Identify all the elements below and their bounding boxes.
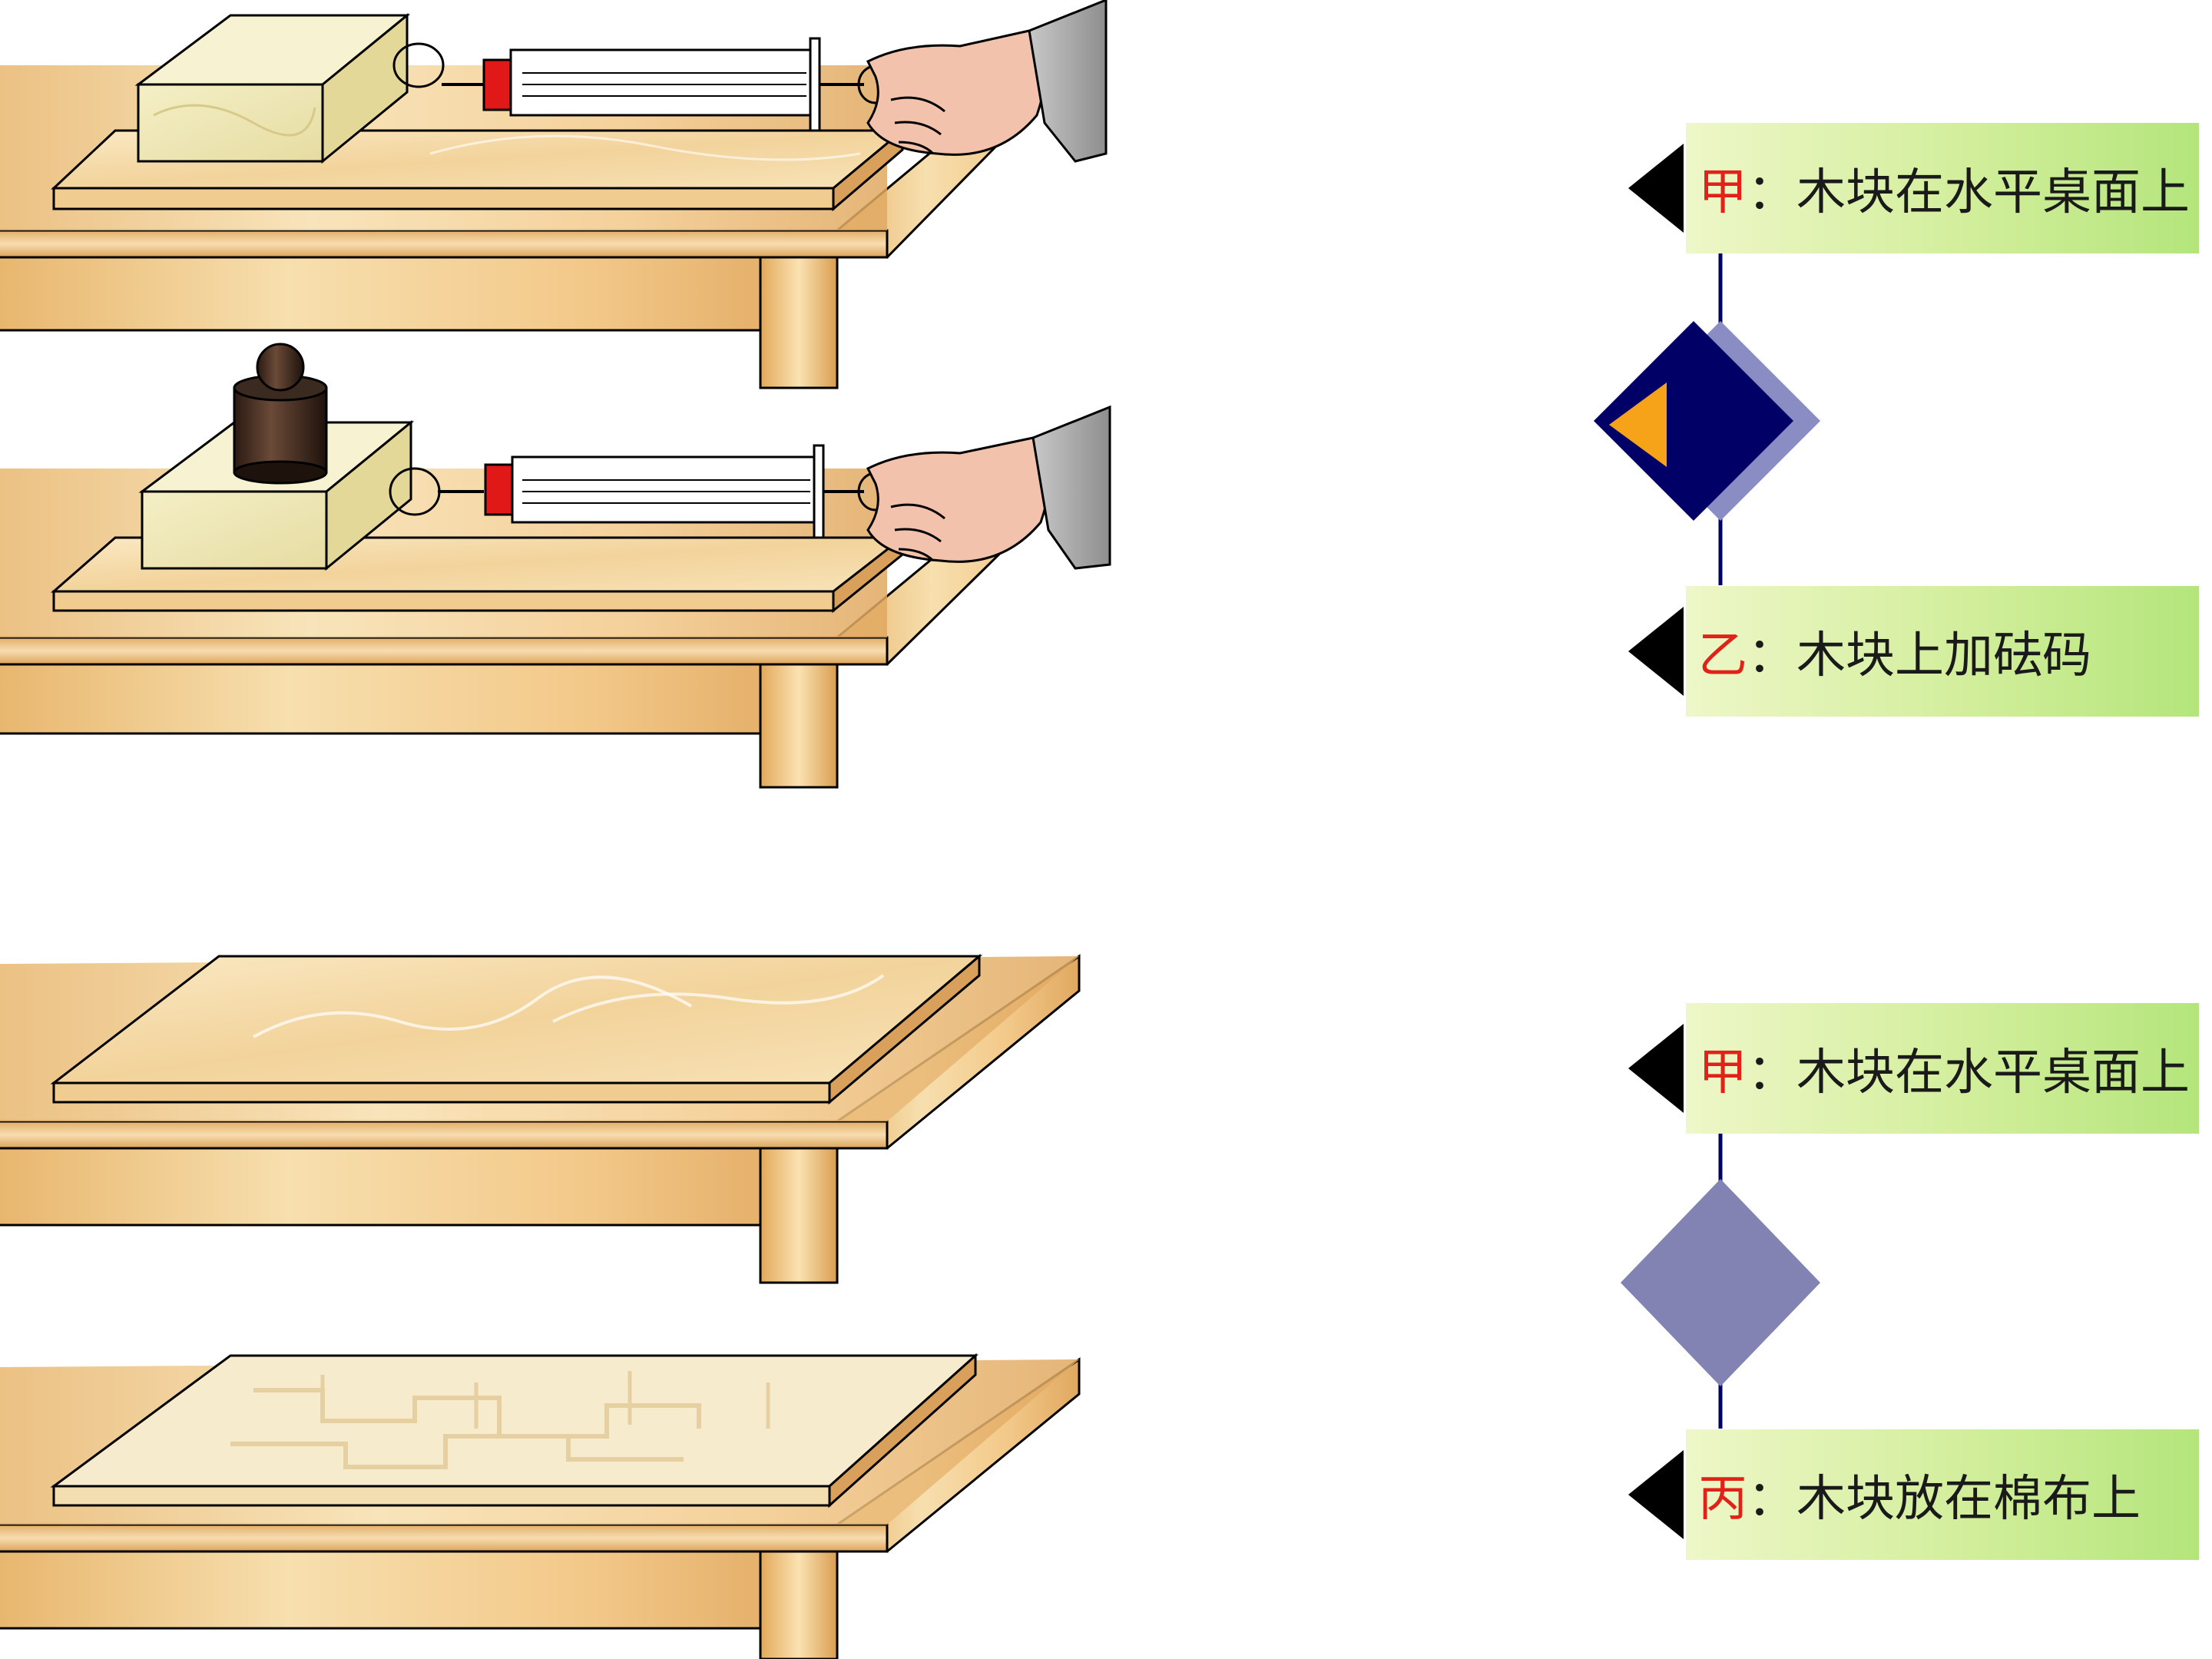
arrow-left-icon	[1628, 607, 1684, 696]
hand-icon-2	[866, 405, 1111, 570]
label-box-bing: 丙：木块放在棉布上	[1686, 1429, 2199, 1560]
label-separator: ：	[1747, 1471, 1796, 1528]
spring-scale-icon-1	[392, 37, 894, 132]
label-prefix: 甲	[1698, 164, 1747, 221]
label-text: 木块在水平桌面上	[1796, 1045, 2190, 1101]
label-text: 木块上加砝码	[1796, 628, 2091, 684]
label-prefix: 丙	[1698, 1471, 1747, 1528]
wood-block-1	[134, 12, 411, 164]
label-box-jia-bottom: 甲：木块在水平桌面上	[1686, 1003, 2199, 1134]
label-separator: ：	[1747, 628, 1796, 684]
label-prefix: 甲	[1698, 1045, 1747, 1101]
hand-icon-1	[866, 0, 1108, 163]
table-scene-4	[0, 1353, 1081, 1659]
arrow-left-icon	[1628, 1450, 1684, 1539]
diamond-node-icon-inactive	[1621, 1179, 1820, 1386]
label-box-yi: 乙：木块上加砝码	[1686, 586, 2199, 717]
arrow-left-icon	[1628, 1024, 1684, 1113]
table-scene-1	[0, 0, 1108, 389]
table-scene-2	[0, 343, 1111, 789]
table-scene-3	[0, 953, 1081, 1284]
label-text: 木块放在棉布上	[1796, 1471, 2141, 1528]
label-separator: ：	[1747, 1045, 1796, 1101]
arrow-left-icon	[1628, 144, 1684, 233]
label-text: 木块在水平桌面上	[1796, 164, 2190, 221]
wooden-board-3	[50, 953, 983, 1105]
label-box-jia-top: 甲：木块在水平桌面上	[1686, 123, 2199, 253]
diamond-node-icon-active	[1594, 321, 1820, 521]
spring-scale-icon-2	[389, 444, 894, 539]
cotton-cloth-board	[50, 1353, 979, 1508]
label-separator: ：	[1747, 164, 1796, 221]
label-prefix: 乙	[1698, 628, 1747, 684]
weight-icon	[233, 343, 328, 485]
